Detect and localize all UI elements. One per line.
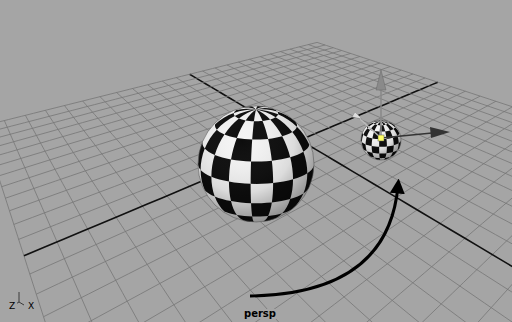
motion-arrow: [250, 186, 398, 296]
sphere-outline: [198, 106, 314, 222]
checker-sphere: [198, 106, 314, 222]
axis-line: [24, 82, 438, 256]
sphere-shading: [198, 106, 314, 222]
camera-name: persp: [242, 309, 278, 319]
grid-line: [30, 87, 451, 274]
grid-line: [52, 101, 496, 322]
grid-line: [308, 45, 512, 164]
grid-line: [14, 74, 413, 224]
axis-label: Z: [7, 302, 17, 311]
grid-line: [19, 78, 425, 239]
grid-line: [317, 42, 512, 155]
grid-line: [290, 49, 512, 180]
axis-label: X: [26, 302, 36, 311]
grid-line: [0, 60, 370, 176]
axis-line: [190, 74, 512, 292]
grid-line: [5, 67, 390, 199]
grid-line: [36, 91, 465, 294]
grid-line: [148, 85, 509, 322]
grid-line: [44, 96, 481, 317]
grid-line: [0, 126, 190, 322]
ground-grid: [0, 42, 512, 322]
grid-line: [299, 47, 512, 172]
grid-line: [117, 93, 468, 322]
grid-line: [280, 52, 512, 190]
move-manipulator: [352, 70, 450, 141]
grid-line: [2, 63, 380, 187]
sphere-body: [198, 106, 314, 222]
